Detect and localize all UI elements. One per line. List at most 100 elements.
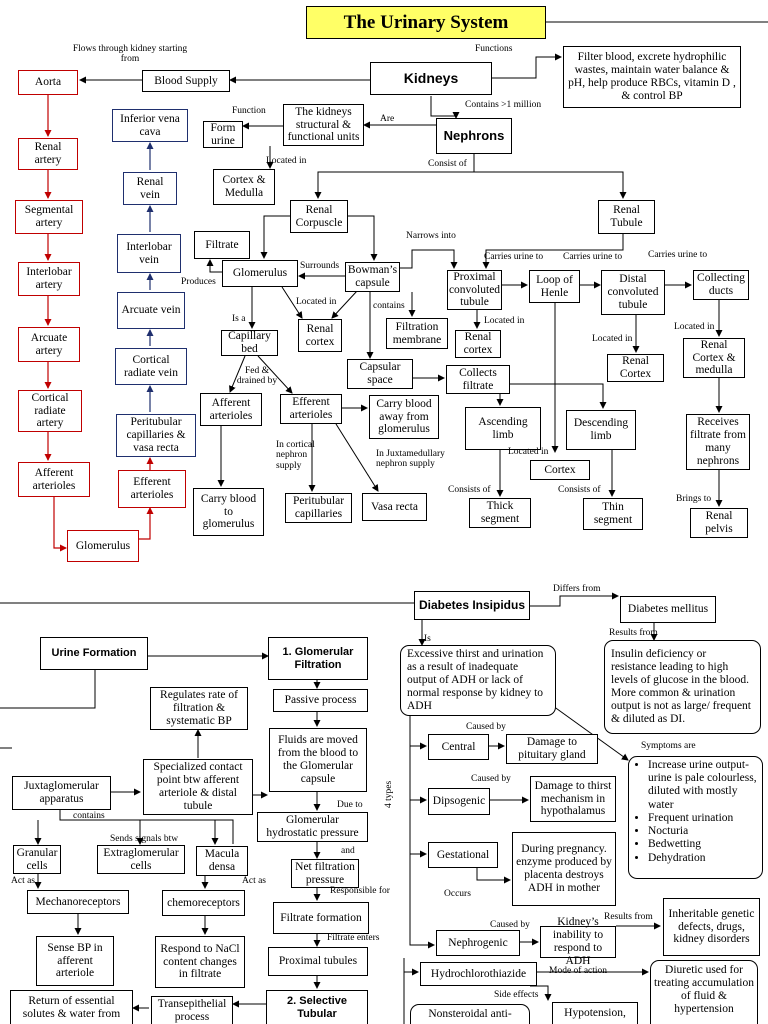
glomerulus-chain-node: Glomerulus — [67, 530, 139, 562]
act-as-label-1: Act as — [11, 876, 36, 886]
nephrons-node: Nephrons — [436, 118, 512, 154]
act-as-label-2: Act as — [242, 876, 267, 886]
responsible-label: Responsible for — [330, 886, 390, 896]
fed-drained-label: Fed & drained by — [236, 366, 278, 387]
loop-of-henle-node: Loop of Henle — [529, 270, 580, 303]
carries-urine-label-3: Carries urine to — [648, 250, 708, 260]
brings-to-label: Brings to — [676, 494, 712, 504]
arcuate-artery-node: Arcuate artery — [18, 327, 80, 362]
peritubular-vasa-recta-chain-node: Peritubular capillaries & vasa recta — [116, 414, 196, 457]
function-label: Function — [232, 106, 266, 116]
mode-of-action-label: Mode of action — [549, 966, 608, 976]
blood-supply-node: Blood Supply — [142, 70, 230, 92]
carry-away-node: Carry blood away from glomerulus — [369, 395, 439, 439]
urine-formation-node: Urine Formation — [40, 637, 148, 670]
caused-by-label-1: Caused by — [466, 722, 506, 732]
is-label: Is — [424, 634, 431, 644]
structural-units-node: The kidneys structural & functional unit… — [283, 104, 364, 146]
diuretic-node: Diuretic used for treating accumulation … — [650, 960, 758, 1024]
interlobar-vein-node: Interlobar vein — [117, 234, 181, 273]
surrounds-label: Surrounds — [300, 261, 340, 271]
due-to-label: Due to — [337, 800, 363, 810]
segmental-artery-node: Segmental artery — [15, 200, 83, 234]
mechanoreceptors-node: Mechanoreceptors — [27, 890, 129, 914]
symptom-item: Nocturia — [648, 825, 759, 838]
central-node: Central — [428, 734, 489, 760]
afferent-arterioles-chain-node: Afferent arterioles — [18, 462, 90, 497]
capillary-bed-node: Capillary bed — [221, 330, 278, 356]
cortical-radiate-vein-node: Cortical radiate vein — [115, 348, 187, 385]
arcuate-vein-node: Arcuate vein — [117, 292, 185, 329]
located-in-label-6: Located in — [508, 447, 549, 457]
flows-through-label: Flows through kidney starting from — [72, 44, 188, 65]
ascending-limb-node: Ascending limb — [465, 407, 541, 450]
insipidus-definition-node: Excessive thirst and urination as a resu… — [400, 645, 556, 716]
specialized-contact-node: Specialized contact point btw afferent a… — [143, 759, 253, 815]
diabetes-mellitus-node: Diabetes mellitus — [620, 596, 716, 623]
consist-of-label: Consist of — [428, 159, 467, 169]
gestational-cause-node: During pregnancy. enzyme produced by pla… — [512, 832, 616, 906]
selective-tubular-node: 2. Selective Tubular — [266, 990, 368, 1024]
collects-filtrate-node: Collects filtrate — [446, 365, 510, 394]
nephrogenic-cause-node: Kidney’s inability to respond to ADH — [540, 916, 616, 967]
renal-cortex-node-3: Renal Cortex — [607, 354, 664, 382]
carries-urine-label-2: Carries urine to — [563, 252, 623, 262]
hydrochlorothiazide-node: Hydrochlorothiazide — [420, 962, 537, 986]
cortex-medulla-node: Cortex & Medulla — [213, 169, 275, 205]
bowmans-capsule-node: Bowman’s capsule — [345, 262, 400, 292]
filtrate-node: Filtrate — [194, 231, 250, 259]
renal-tubule-node: Renal Tubule — [598, 200, 655, 234]
renal-cortex-medulla-node: Renal Cortex & medulla — [683, 338, 745, 378]
capsular-space-node: Capsular space — [347, 359, 413, 389]
descending-limb-node: Descending limb — [566, 410, 636, 450]
functions-label: Functions — [475, 44, 513, 54]
regulates-rate-node: Regulates rate of filtration & systemati… — [150, 687, 248, 730]
located-in-label-1: Located in — [266, 156, 307, 166]
differs-from-label: Differs from — [553, 584, 601, 594]
kidney-functions-node: Filter blood, excrete hydrophilic wastes… — [563, 46, 741, 108]
gestational-node: Gestational — [428, 842, 498, 868]
granular-cells-node: Granular cells — [13, 845, 61, 874]
located-in-label-2: Located in — [296, 297, 337, 307]
nonsteroidal-node: Nonsteroidal anti- — [410, 1004, 530, 1024]
renal-cortex-node-2: Renal cortex — [455, 330, 501, 358]
glomerulus-node: Glomerulus — [222, 260, 298, 287]
nephrogenic-node: Nephrogenic — [436, 930, 520, 956]
renal-artery-node: Renal artery — [18, 138, 78, 170]
symptom-item: Dehydration — [648, 852, 759, 865]
juxta-supply-label: In Juxtamedullary nephron supply — [376, 449, 445, 470]
symptom-item: Bedwetting — [648, 838, 759, 851]
page-title: The Urinary System — [306, 6, 546, 39]
caused-by-label-2: Caused by — [471, 774, 511, 784]
extraglomerular-cells-node: Extraglomerular cells — [97, 845, 185, 874]
vasa-recta-node: Vasa recta — [362, 493, 427, 521]
dipsogenic-node: Dipsogenic — [428, 788, 490, 815]
renal-vein-node: Renal vein — [123, 172, 177, 205]
symptoms-list: Increase urine output- urine is pale col… — [632, 759, 759, 865]
and-label: and — [341, 846, 355, 856]
four-types-label: 4 types — [384, 780, 394, 808]
produces-label: Produces — [181, 277, 216, 287]
results-from-label-2: Results from — [604, 912, 653, 922]
cortical-supply-label: In cortical nephron supply — [276, 440, 315, 471]
located-in-label-3: Located in — [484, 316, 525, 326]
carries-urine-label-1: Carries urine to — [484, 252, 544, 262]
symptom-item: Increase urine output- urine is pale col… — [648, 759, 759, 812]
results-from-label: Results from — [609, 628, 658, 638]
renal-pelvis-node: Renal pelvis — [690, 508, 748, 538]
efferent-arterioles-chain-node: Efferent arterioles — [118, 470, 186, 508]
thick-segment-node: Thick segment — [469, 498, 531, 528]
renal-cortex-node-1: Renal cortex — [298, 319, 342, 352]
narrows-into-label: Narrows into — [406, 231, 456, 241]
filtrate-enters-label: Filtrate enters — [327, 933, 380, 943]
inheritable-node: Inheritable genetic defects, drugs, kidn… — [663, 898, 760, 956]
respond-nacl-node: Respond to NaCl content changes in filtr… — [155, 936, 245, 988]
filtrate-formation-node: Filtrate formation — [273, 902, 369, 934]
sense-bp-node: Sense BP in afferent arteriole — [36, 936, 114, 986]
carry-to-node: Carry blood to glomerulus — [193, 488, 264, 536]
fluids-moved-node: Fluids are moved from the blood to the G… — [269, 728, 367, 792]
symptoms-node: Increase urine output- urine is pale col… — [628, 756, 763, 879]
renal-corpuscle-node: Renal Corpuscle — [290, 200, 348, 233]
located-in-label-5: Located in — [674, 322, 715, 332]
